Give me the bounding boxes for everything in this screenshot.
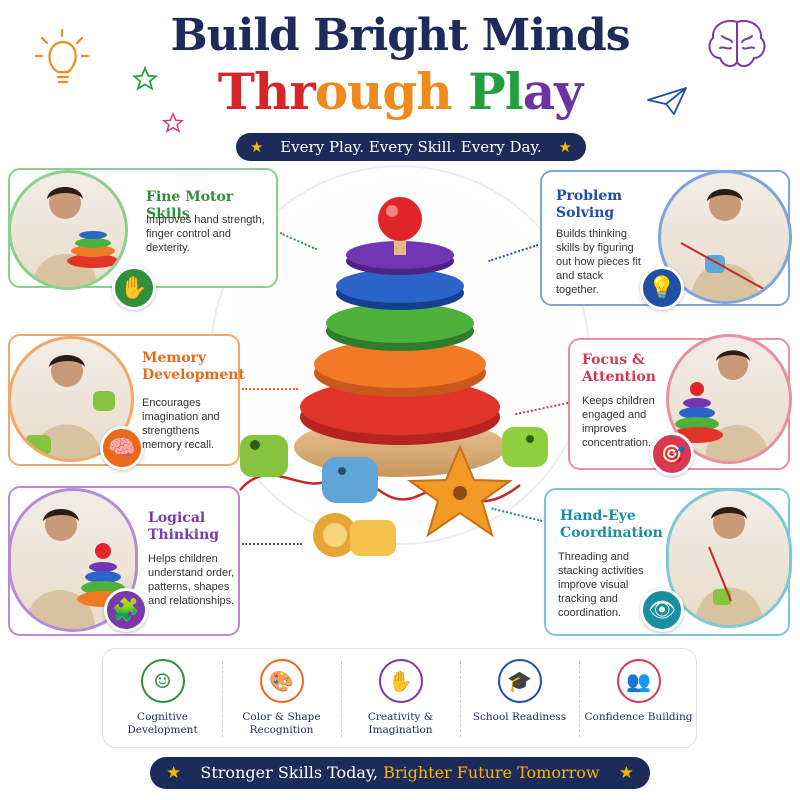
skills-strip: ☺ Cognitive Development 🎨 Color & Shape …	[102, 648, 697, 748]
lion-piece	[313, 513, 396, 557]
divider	[460, 661, 461, 737]
connector-dots	[242, 388, 298, 390]
child-photo	[666, 488, 792, 628]
green-dinosaur-piece	[240, 435, 288, 477]
hand-icon: ✋	[112, 266, 156, 310]
divider	[579, 661, 580, 737]
star-icon: ★	[166, 763, 182, 783]
green-dinosaur-piece-2	[502, 427, 548, 467]
head-brain-icon: ☺	[140, 659, 185, 703]
people-icon: 👥	[616, 659, 661, 703]
blue-elephant-piece	[322, 457, 378, 503]
eye-icon: 👁	[640, 588, 684, 632]
feature-title: Fine Motor Skills	[146, 189, 234, 222]
feature-title: Focus & Attention	[582, 352, 656, 385]
skill-cognitive: ☺ Cognitive Development	[103, 649, 222, 749]
graduation-cap-icon: 🎓	[497, 659, 542, 703]
star-icon: ★	[250, 138, 264, 156]
feature-text: Improves hand strength, finger control a…	[146, 214, 265, 254]
puzzle-icon: 🧩	[104, 588, 148, 632]
lightbulb-icon: 💡	[640, 266, 684, 310]
feature-text: Helps children understand order, pattern…	[148, 553, 235, 607]
feature-text: Threading and stacking activities improv…	[558, 551, 644, 619]
feature-text: Encourages imagination and strengthens m…	[142, 397, 220, 451]
feature-text: Keeps children engaged and improves conc…	[582, 395, 655, 449]
paper-plane-doodle-icon	[647, 87, 687, 115]
palette-icon: 🎨	[259, 659, 304, 703]
skill-creativity: ✋ Creativity & Imagination	[341, 649, 460, 749]
star-doodle-icon	[132, 66, 158, 91]
tagline-text: Every Play. Every Skill. Every Day.	[280, 138, 542, 156]
feature-title: Memory Development	[142, 350, 245, 383]
connector-dots	[242, 543, 302, 545]
feature-title: Hand-Eye Coordination	[560, 508, 663, 541]
feature-title: Logical Thinking	[148, 510, 220, 543]
title-word-segment	[452, 62, 468, 121]
divider	[222, 661, 223, 737]
skill-label: Confidence Building	[584, 711, 693, 723]
footer-text-part1: Stronger Skills Today,	[200, 763, 378, 782]
footer-text-part2: Brighter Future Tomorrow	[383, 763, 600, 782]
footer-banner: ★ Stronger Skills Today, Brighter Future…	[150, 757, 650, 789]
lightbulb-doodle-icon	[34, 28, 90, 84]
tagline-banner: ★ Every Play. Every Skill. Every Day. ★	[236, 133, 586, 161]
hand-icon: ✋	[378, 659, 423, 703]
star-icon: ★	[618, 763, 634, 783]
skill-label: Cognitive Development	[127, 711, 198, 736]
skill-label: Creativity & Imagination	[367, 711, 434, 736]
skill-color-shape: 🎨 Color & Shape Recognition	[222, 649, 341, 749]
title-line-1: Build Bright Minds	[170, 10, 630, 61]
brain-doodle-icon	[708, 20, 766, 68]
title-word-segment: ay	[522, 62, 583, 121]
skill-label: Color & Shape Recognition	[242, 711, 321, 736]
feature-title: Problem Solving	[556, 188, 623, 221]
star-icon: ★	[558, 138, 572, 156]
skill-school-readiness: 🎓 School Readiness	[460, 649, 579, 749]
title-line-2: Through Play	[0, 62, 800, 121]
feature-text: Builds thinking skills by figuring out h…	[556, 228, 641, 296]
brain-icon: 🧠	[100, 426, 144, 470]
star-doodle-icon	[162, 112, 184, 133]
child-photo	[8, 170, 128, 290]
orange-star-piece	[406, 444, 514, 538]
skill-confidence: 👥 Confidence Building	[579, 649, 698, 749]
title-word-segment: Pl	[468, 62, 524, 121]
child-photo	[8, 336, 134, 462]
target-icon: 🎯	[650, 432, 694, 476]
title-word-segment: Thr	[217, 62, 316, 121]
skill-label: School Readiness	[472, 711, 567, 723]
divider	[341, 661, 342, 737]
stacking-toy-illustration	[239, 197, 548, 557]
title-word-segment: ough	[314, 62, 453, 121]
